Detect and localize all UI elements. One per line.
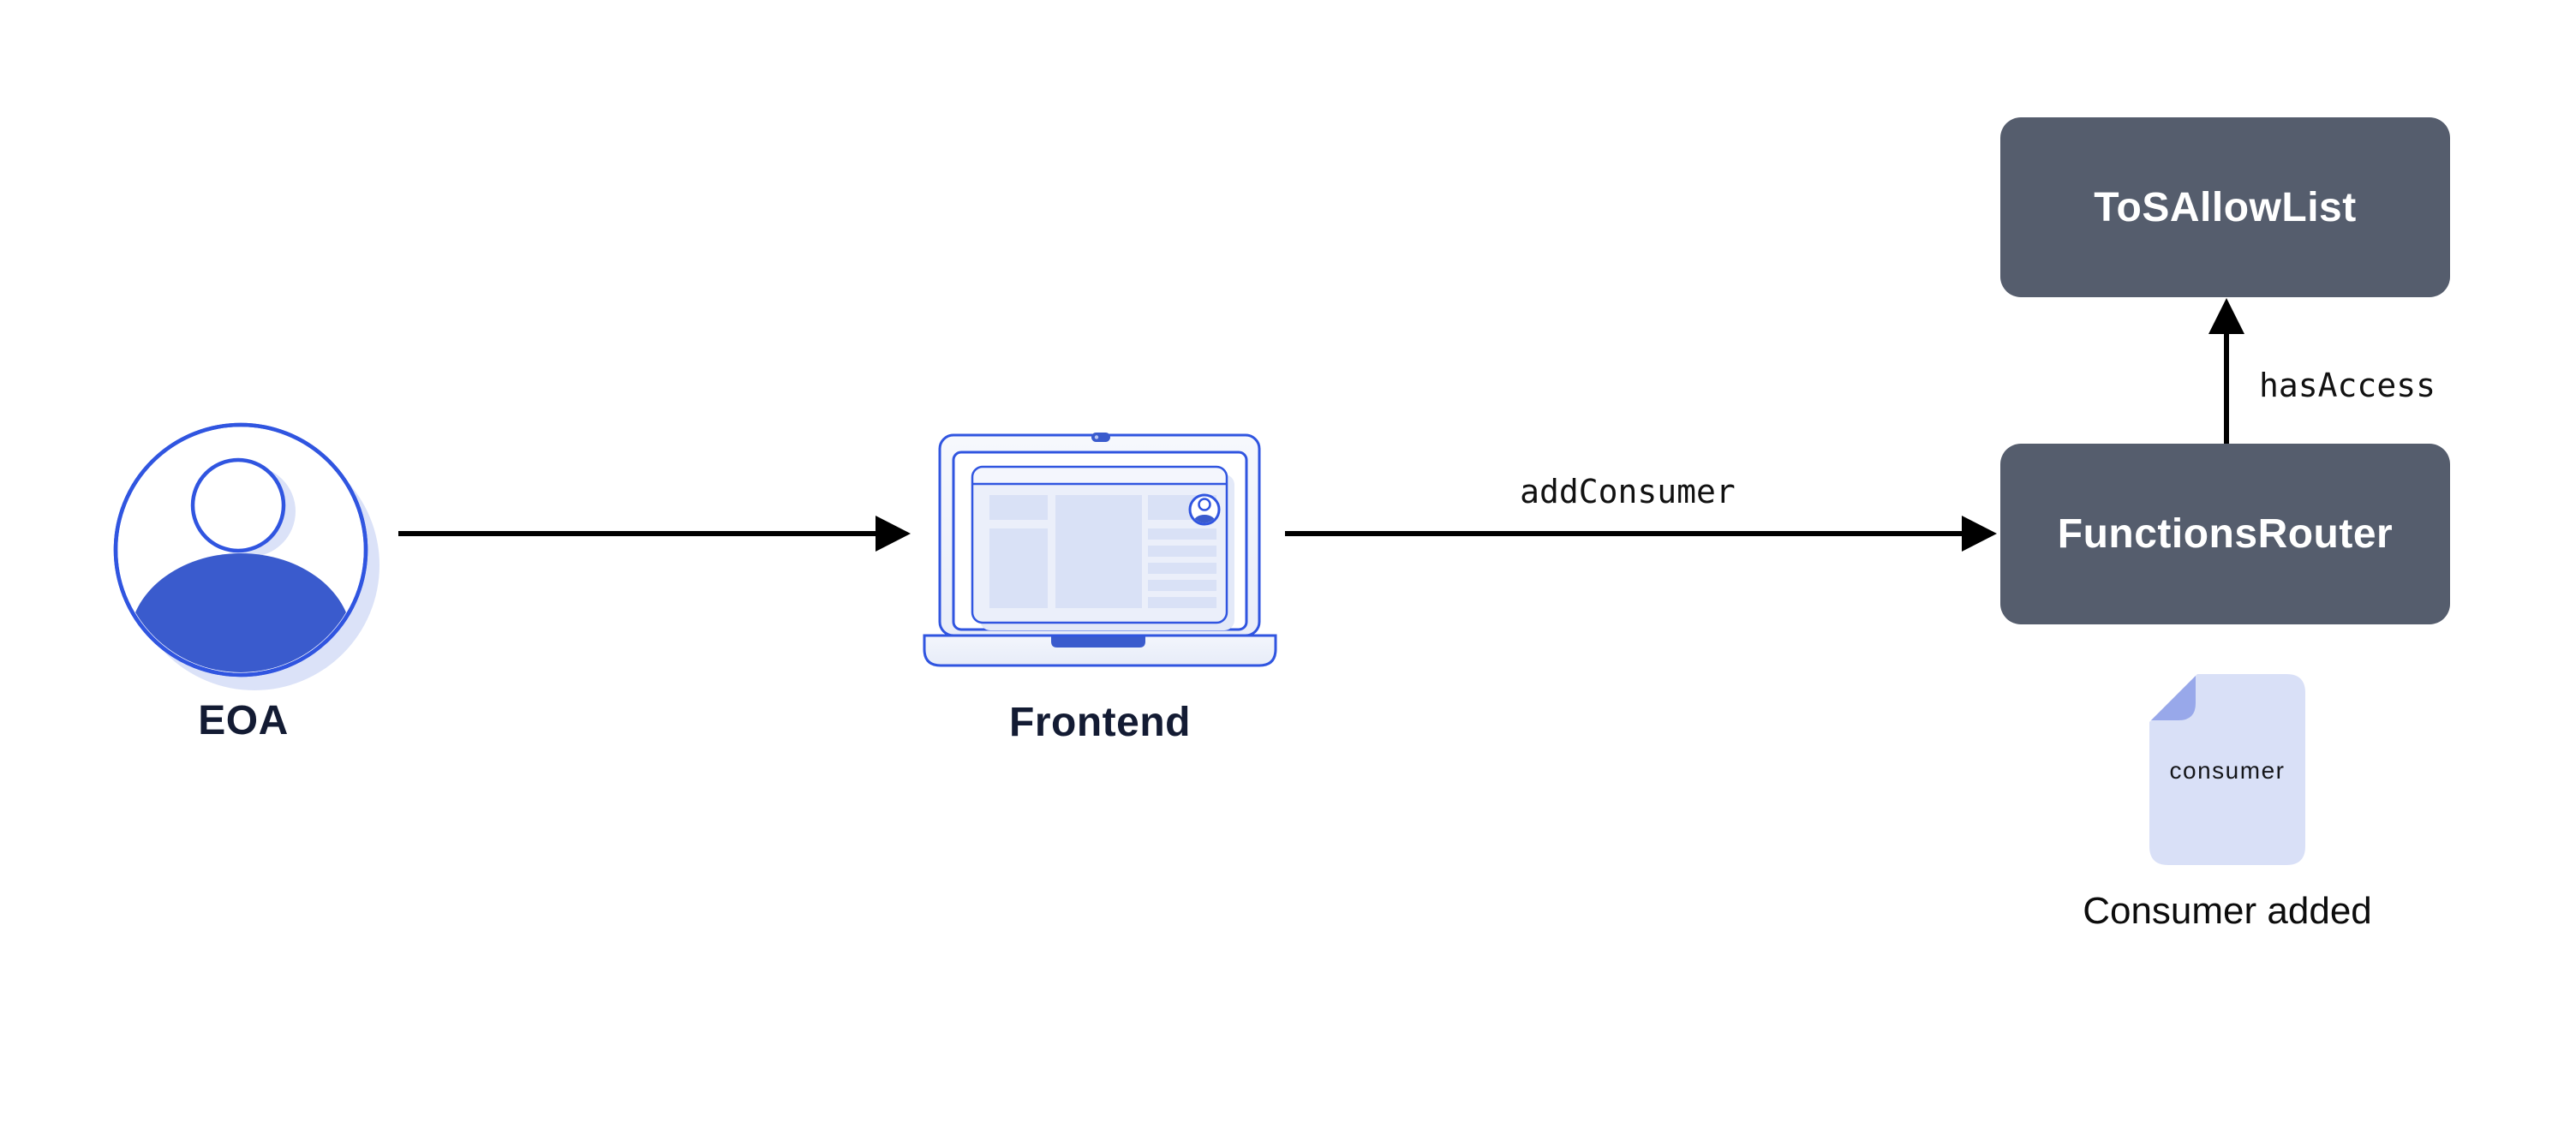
document-icon xyxy=(2149,674,2305,865)
eoa-label: EOA xyxy=(198,698,289,743)
node-tos-allow-list: ToSAllowList xyxy=(2000,117,2450,297)
arrow-eoa-to-frontend xyxy=(398,516,911,552)
consumer-added-caption: Consumer added xyxy=(2083,890,2372,932)
window-avatar-icon xyxy=(1188,493,1221,526)
frontend-label: Frontend xyxy=(1009,700,1191,745)
functions-router-label: FunctionsRouter xyxy=(2057,511,2394,557)
tos-allow-list-label: ToSAllowList xyxy=(2094,184,2357,230)
user-avatar-icon xyxy=(113,422,380,690)
edge-label-addconsumer: addConsumer xyxy=(1520,473,1736,510)
camera-icon xyxy=(1091,433,1110,442)
edge-label-hasaccess: hasAccess xyxy=(2259,367,2436,404)
document-file-label: consumer xyxy=(2169,757,2286,784)
arrow-functionsrouter-to-tosallowlist xyxy=(2208,298,2244,444)
laptop-browser-icon xyxy=(923,433,1277,667)
arrow-frontend-to-functionsrouter xyxy=(1285,516,1997,552)
node-functions-router: FunctionsRouter xyxy=(2000,444,2450,624)
